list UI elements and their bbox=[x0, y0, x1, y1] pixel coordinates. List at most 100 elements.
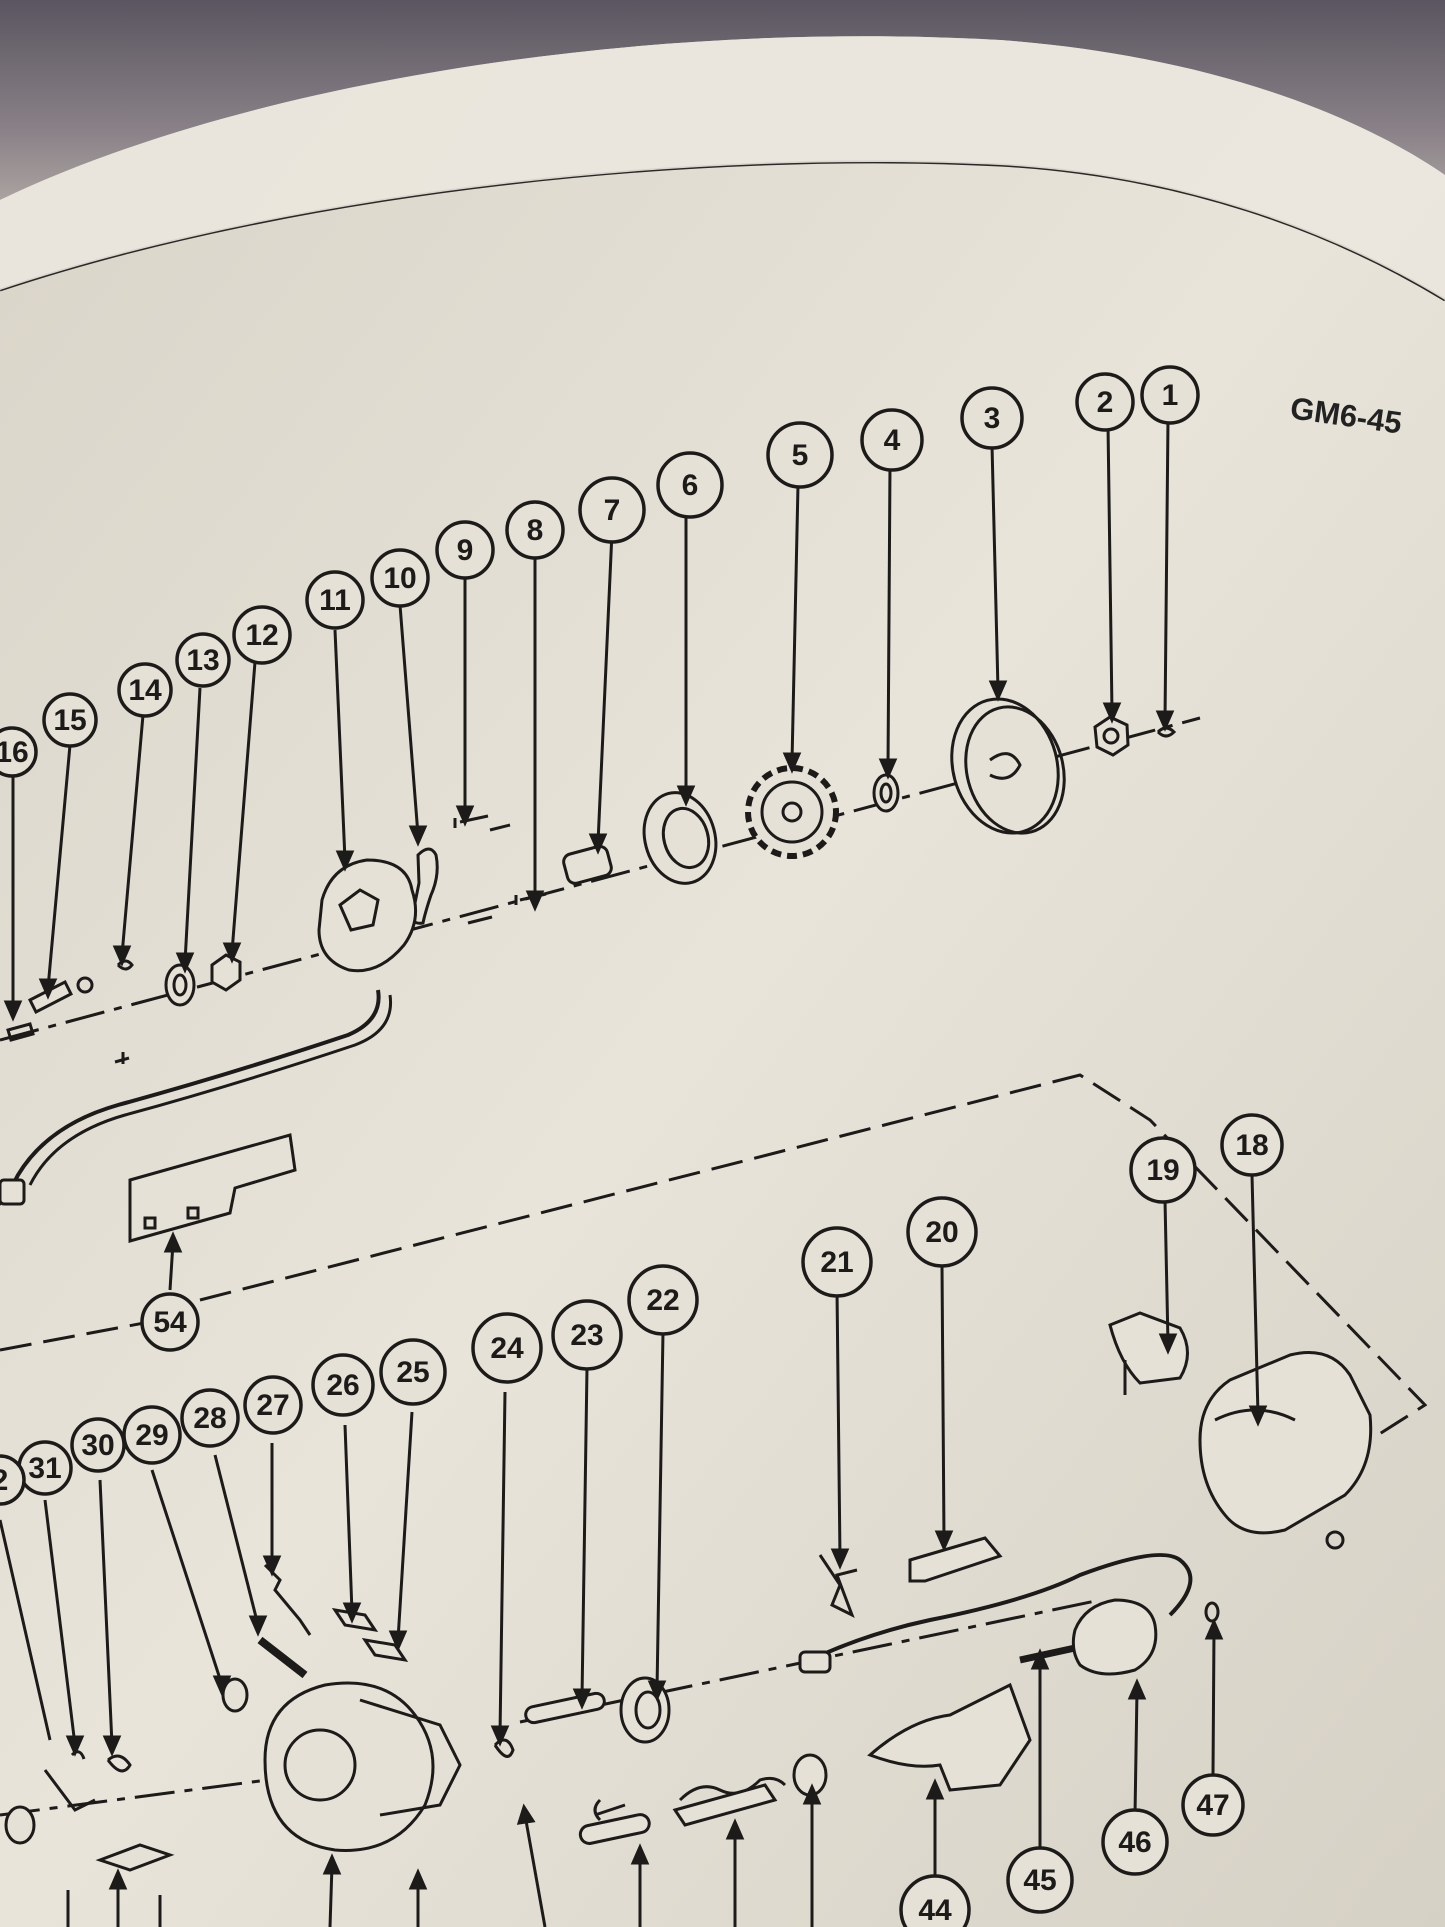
callout-13: 13 bbox=[175, 632, 231, 688]
callout-circle bbox=[766, 421, 834, 489]
leader-lines bbox=[0, 419, 1268, 1927]
callout-circle bbox=[435, 520, 495, 580]
callout-number: 16 bbox=[0, 736, 29, 769]
callout-number: 45 bbox=[1023, 1864, 1056, 1897]
callout-number: 2 bbox=[0, 1464, 8, 1497]
callout-circle bbox=[0, 726, 38, 778]
callout-15: 15 bbox=[42, 692, 98, 748]
callout-number: 28 bbox=[193, 1402, 226, 1435]
callout-10: 10 bbox=[370, 548, 430, 608]
callout-number: 2 bbox=[1097, 386, 1114, 419]
callout-number: 27 bbox=[256, 1389, 289, 1422]
callout-circle bbox=[305, 570, 365, 630]
callout-number: 6 bbox=[682, 469, 699, 502]
callout-18: 18 bbox=[1220, 1113, 1284, 1177]
callout-circle bbox=[656, 451, 724, 519]
callout-22: 22 bbox=[627, 1264, 699, 1336]
callout-44: 44 bbox=[899, 1874, 971, 1927]
callout-8: 8 bbox=[505, 500, 565, 560]
callout-circle bbox=[70, 1417, 126, 1473]
callout-45: 45 bbox=[1006, 1846, 1074, 1914]
callout-circle bbox=[122, 1405, 182, 1465]
callout-circle bbox=[1006, 1846, 1074, 1914]
callout-circle bbox=[578, 476, 646, 544]
callout-2: 2 bbox=[1075, 372, 1135, 432]
page-curl-shade bbox=[0, 36, 1445, 300]
callout-number: 14 bbox=[128, 674, 162, 707]
callout-circle bbox=[960, 386, 1024, 450]
parts bbox=[0, 697, 1373, 1872]
callout-28: 28 bbox=[180, 1388, 240, 1448]
callout-number: 5 bbox=[792, 439, 809, 472]
callout-circle bbox=[551, 1299, 623, 1371]
callout-number: 21 bbox=[820, 1246, 853, 1279]
callout-1: 1 bbox=[1140, 365, 1200, 425]
callout-number: 1 bbox=[1162, 379, 1179, 412]
callout-20: 20 bbox=[906, 1196, 978, 1268]
callout-circle bbox=[471, 1312, 543, 1384]
callout-circle bbox=[505, 500, 565, 560]
callout-number: 9 bbox=[457, 534, 474, 567]
callout-number: 11 bbox=[319, 584, 351, 617]
callout-6: 6 bbox=[656, 451, 724, 519]
callout-number: 19 bbox=[1146, 1154, 1179, 1187]
callout-number: 18 bbox=[1235, 1129, 1268, 1162]
page-curl-edge bbox=[0, 160, 1445, 302]
callout-30: 30 bbox=[70, 1417, 126, 1473]
callout-number: 4 bbox=[884, 424, 901, 457]
callout-circle bbox=[243, 1375, 303, 1435]
callout-24: 24 bbox=[471, 1312, 543, 1384]
callout-circle bbox=[1075, 372, 1135, 432]
callout-circle bbox=[1101, 1808, 1169, 1876]
callout-number: 47 bbox=[1196, 1789, 1229, 1822]
callout-circle bbox=[311, 1353, 375, 1417]
callout-46: 46 bbox=[1101, 1808, 1169, 1876]
callout-circle bbox=[1220, 1113, 1284, 1177]
callout-number: 54 bbox=[153, 1306, 187, 1339]
callout-number: 22 bbox=[646, 1284, 679, 1317]
callout-number: 23 bbox=[570, 1319, 603, 1352]
callout-5: 5 bbox=[766, 421, 834, 489]
paper-sheet bbox=[0, 36, 1445, 1927]
callout-number: 46 bbox=[1118, 1826, 1151, 1859]
callout-layer: 1234567891011121314151618192021222324252… bbox=[0, 365, 1284, 1927]
callout-number: 7 bbox=[604, 494, 621, 527]
callout-number: 44 bbox=[918, 1894, 952, 1927]
callout-number: 26 bbox=[326, 1369, 359, 1402]
callout-number: 15 bbox=[53, 704, 86, 737]
callout-circle bbox=[117, 662, 173, 718]
callout-circle bbox=[801, 1226, 873, 1298]
callout-number: 24 bbox=[490, 1332, 524, 1365]
callout-circle bbox=[899, 1874, 971, 1927]
callout-number: 10 bbox=[383, 562, 416, 595]
callout-3: 3 bbox=[960, 386, 1024, 450]
callout-circle bbox=[180, 1388, 240, 1448]
callout-circle bbox=[1140, 365, 1200, 425]
callout-number: 13 bbox=[186, 644, 219, 677]
callout-number: 30 bbox=[81, 1429, 114, 1462]
callout-32: 2 bbox=[0, 1454, 26, 1506]
callout-4: 4 bbox=[860, 408, 924, 472]
callout-circle bbox=[140, 1292, 200, 1352]
callout-circle bbox=[1181, 1773, 1245, 1837]
callout-number: 3 bbox=[984, 402, 1001, 435]
callout-7: 7 bbox=[578, 476, 646, 544]
callout-12: 12 bbox=[232, 605, 292, 665]
callout-27: 27 bbox=[243, 1375, 303, 1435]
callout-21: 21 bbox=[801, 1226, 873, 1298]
callout-25: 25 bbox=[379, 1338, 447, 1406]
callout-54: 54 bbox=[140, 1292, 200, 1352]
callout-circle bbox=[627, 1264, 699, 1336]
callout-11: 11 bbox=[305, 570, 365, 630]
callout-circle bbox=[175, 632, 231, 688]
callout-9: 9 bbox=[435, 520, 495, 580]
callout-circle bbox=[379, 1338, 447, 1406]
callout-number: 8 bbox=[527, 514, 544, 547]
callout-23: 23 bbox=[551, 1299, 623, 1371]
callout-26: 26 bbox=[311, 1353, 375, 1417]
callout-number: 12 bbox=[245, 619, 278, 652]
callout-31: 31 bbox=[17, 1440, 73, 1496]
callout-14: 14 bbox=[117, 662, 173, 718]
